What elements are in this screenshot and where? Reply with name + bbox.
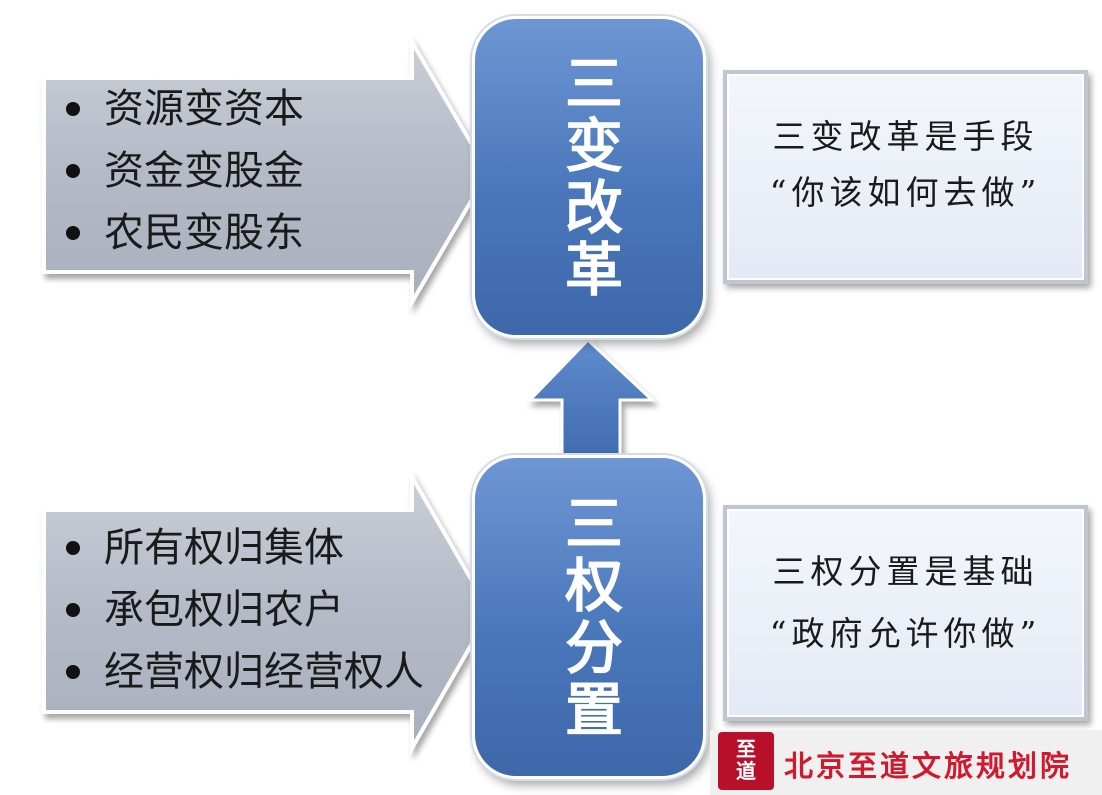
bottom-gray-arrow xyxy=(42,469,493,756)
watermark-logo: 至道 北京至道文旅规划院 xyxy=(710,730,1102,795)
list-item: 经营权归经营权人 xyxy=(56,641,424,703)
san-bian-reform-box: 三变改革 xyxy=(472,16,706,338)
up-arrow xyxy=(526,337,656,464)
bottom-bullet-list: 所有权归集体 承包权归农户 经营权归经营权人 xyxy=(56,517,424,703)
top-note-box: 三变改革是手段 “你该如何去做” xyxy=(723,70,1088,284)
list-item: 所有权归集体 xyxy=(56,517,424,579)
seal-icon: 至道 xyxy=(718,732,774,790)
top-bullet-list: 资源变资本 资金变股金 农民变股东 xyxy=(56,78,304,264)
bottom-note-line2: “政府允许你做” xyxy=(769,614,1042,653)
list-item: 农民变股东 xyxy=(56,202,304,264)
bottom-note-line1: 三权分置是基础 xyxy=(772,552,1039,591)
list-item: 资源变资本 xyxy=(56,78,304,140)
san-quan-separation-box: 三权分置 xyxy=(472,455,706,779)
organization-name: 北京至道文旅规划院 xyxy=(784,749,1073,783)
list-item: 承包权归农户 xyxy=(56,579,424,641)
san-quan-separation-label: 三权分置 xyxy=(555,493,623,741)
seal-text: 至道 xyxy=(736,737,756,783)
top-note-line1: 三变改革是手段 xyxy=(772,117,1039,156)
bottom-note-box: 三权分置是基础 “政府允许你做” xyxy=(723,505,1088,721)
top-note-line2: “你该如何去做” xyxy=(769,173,1042,212)
top-gray-arrow xyxy=(42,34,491,310)
list-item: 资金变股金 xyxy=(56,140,304,202)
san-bian-reform-label: 三变改革 xyxy=(555,53,623,301)
